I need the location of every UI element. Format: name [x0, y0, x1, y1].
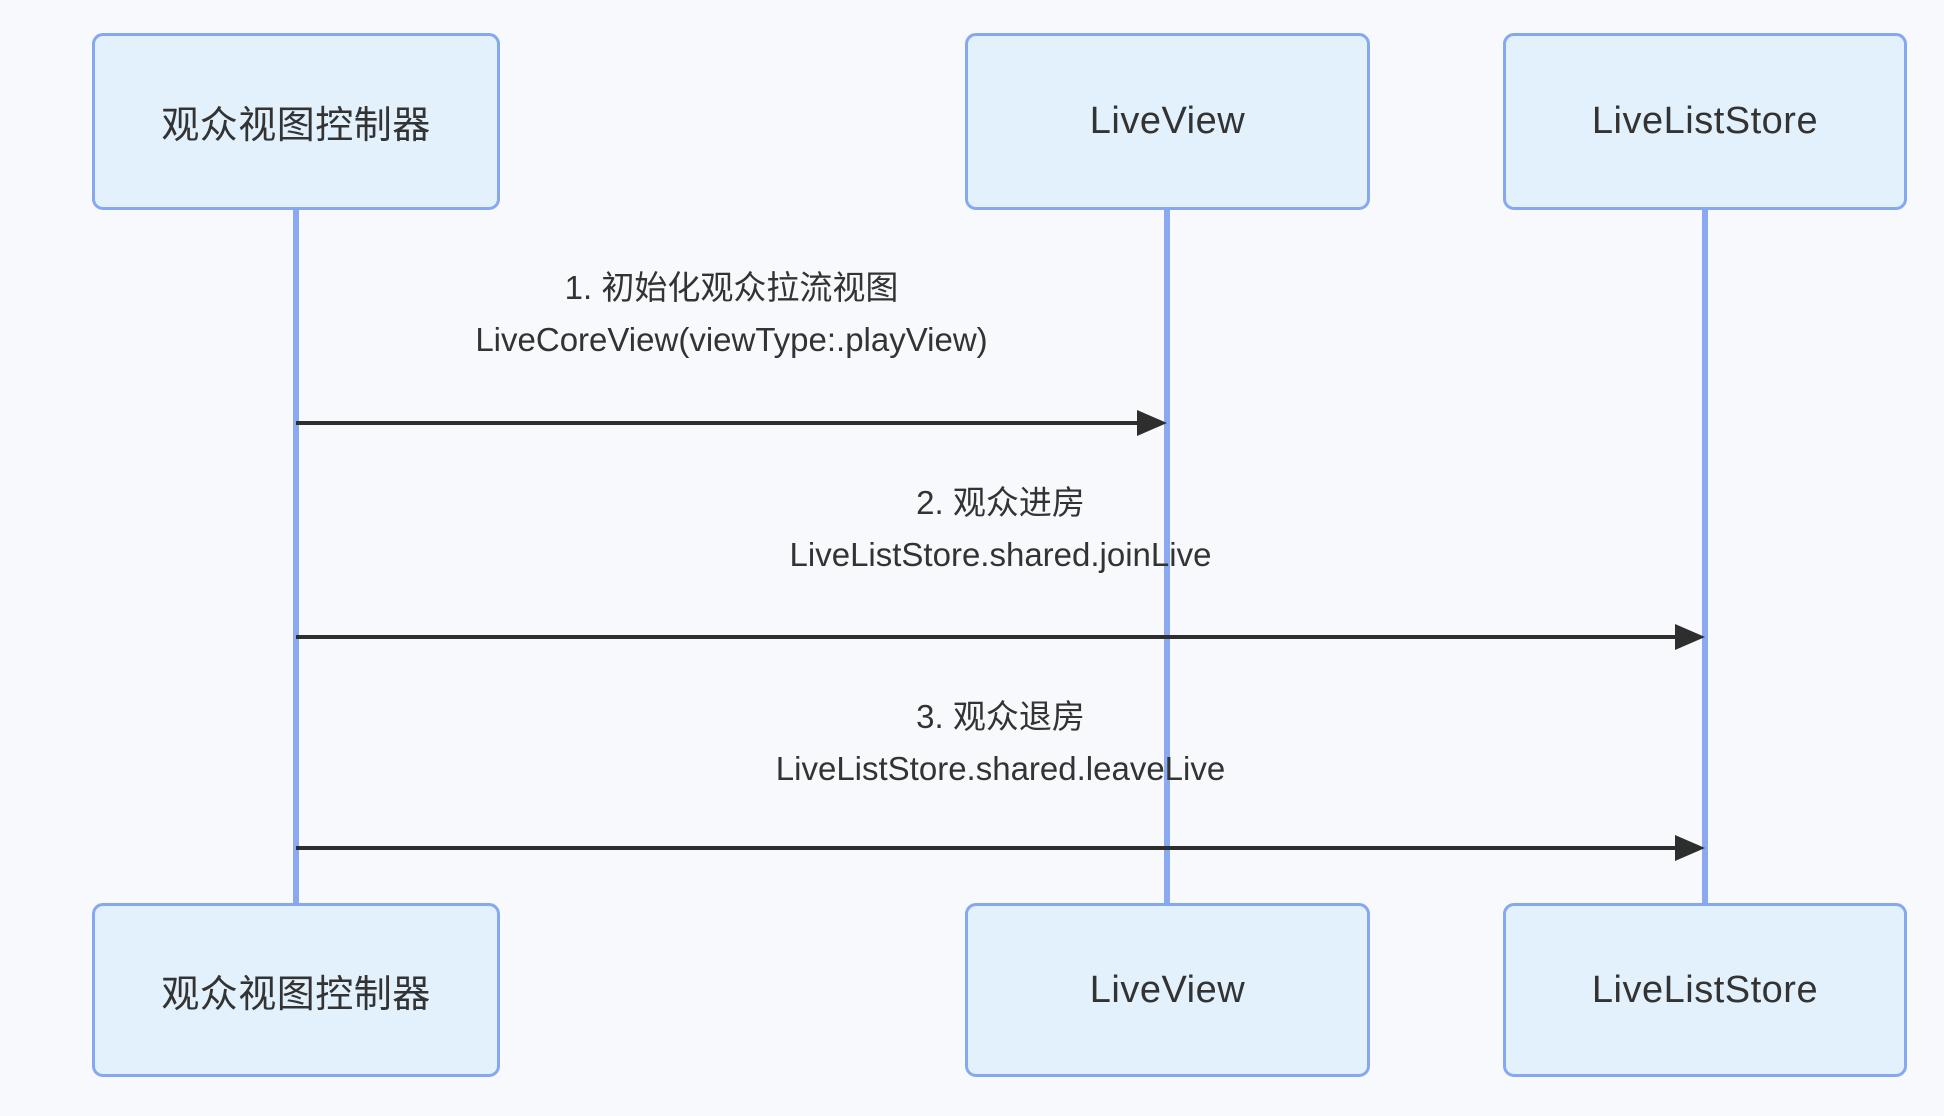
participant-top-viewer-view-controller: 观众视图控制器 — [92, 33, 500, 210]
participant-bottom-viewer-view-controller: 观众视图控制器 — [92, 903, 500, 1077]
message-3-title: 3. 观众退房 — [916, 698, 1085, 735]
message-2-arrow — [296, 623, 1705, 651]
message-1-code: LiveCoreView(viewType:.playView) — [475, 321, 988, 358]
message-2-title: 2. 观众进房 — [916, 484, 1085, 521]
arrow-head-icon — [1675, 835, 1705, 861]
message-1-arrow — [296, 409, 1167, 437]
participant-bottom-live-list-store: LiveListStore — [1503, 903, 1907, 1077]
lifeline-live-list-store — [1702, 210, 1708, 903]
message-3-arrow — [296, 834, 1705, 862]
lifeline-live-view — [1164, 210, 1170, 903]
arrow-line — [296, 421, 1137, 425]
arrow-head-icon — [1675, 624, 1705, 650]
arrow-line — [296, 635, 1675, 639]
participant-label: 观众视图控制器 — [161, 105, 431, 147]
participant-label: LiveView — [1089, 968, 1246, 1011]
arrow-head-icon — [1137, 410, 1167, 436]
message-3-label: 3. 观众退房 LiveListStore.shared.leaveLive — [296, 691, 1705, 795]
message-3-code: LiveListStore.shared.leaveLive — [775, 750, 1226, 787]
participant-label: 观众视图控制器 — [161, 973, 431, 1016]
lifeline-viewer-view-controller — [293, 210, 299, 903]
arrow-line — [296, 846, 1675, 850]
participant-bottom-live-view: LiveView — [965, 903, 1370, 1077]
participant-label: LiveView — [1089, 100, 1246, 142]
message-2-label: 2. 观众进房 LiveListStore.shared.joinLive — [296, 477, 1705, 581]
message-1-label: 1. 初始化观众拉流视图 LiveCoreView(viewType:.play… — [296, 262, 1167, 366]
participant-label: LiveListStore — [1591, 968, 1819, 1011]
message-2-code: LiveListStore.shared.joinLive — [789, 536, 1212, 573]
message-1-title: 1. 初始化观众拉流视图 — [564, 269, 899, 306]
participant-top-live-list-store: LiveListStore — [1503, 33, 1907, 210]
participant-label: LiveListStore — [1591, 100, 1819, 142]
participant-top-live-view: LiveView — [965, 33, 1370, 210]
